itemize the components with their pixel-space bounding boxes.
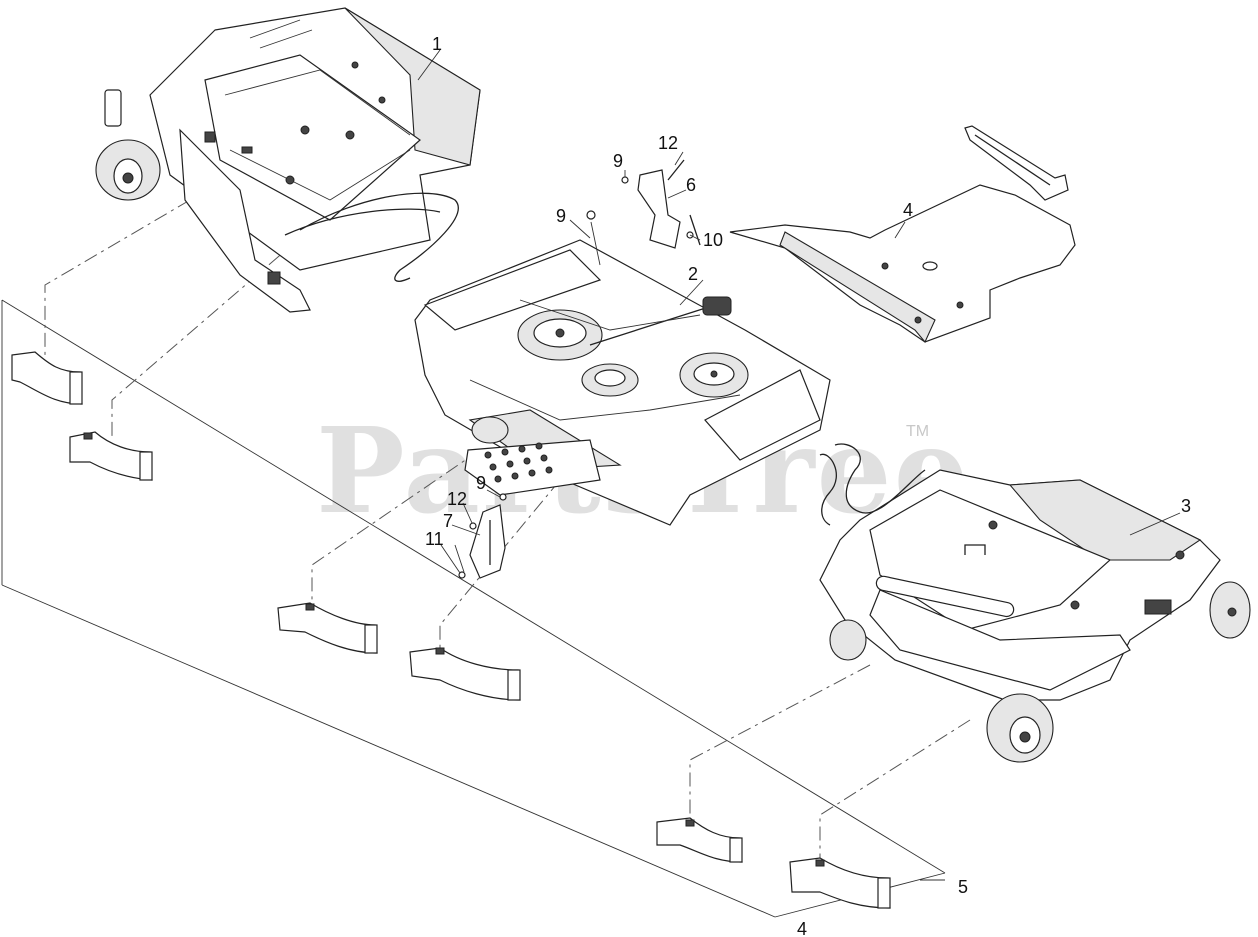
skid-piece: [789, 857, 891, 909]
callout-4-kit: 4: [797, 919, 807, 937]
bracket-7-hardware: [454, 493, 507, 579]
skid-pieces: [11, 351, 891, 909]
callout-11: 11: [425, 529, 444, 549]
callout-9-top: 9: [613, 151, 623, 171]
callout-9-bottom: 9: [476, 473, 486, 493]
callout-2: 2: [688, 264, 698, 284]
callout-7: 7: [443, 511, 453, 531]
callout-4-shield: 4: [903, 200, 913, 220]
leader-lines: [417, 49, 1181, 881]
callout-3: 3: [1181, 496, 1191, 516]
right-deck-assembly: [819, 443, 1251, 763]
callout-5: 5: [958, 877, 968, 897]
center-deck-assembly: [414, 239, 831, 526]
shield-assembly: [729, 125, 1076, 344]
left-deck-assembly: [95, 7, 481, 313]
watermark-trademark: TM: [906, 423, 929, 440]
callout-labels: 1 2 3 4 4 5 6 7 9 9 9 10 11 12 12: [425, 34, 1191, 937]
callout-6: 6: [686, 175, 696, 195]
skid-piece: [11, 351, 83, 405]
callout-12-bottom: 12: [447, 489, 467, 509]
bracket-6-hardware: [586, 159, 701, 266]
assembly-dash-lines: [44, 199, 971, 860]
callout-12-top: 12: [658, 133, 678, 153]
skid-piece: [69, 431, 153, 481]
callout-10: 10: [703, 230, 723, 250]
callout-1: 1: [432, 34, 442, 54]
kit-outline: [1, 299, 946, 918]
skid-piece: [409, 647, 521, 701]
center-deck-grid-plate: [484, 442, 553, 483]
skid-piece: [277, 602, 378, 654]
skid-piece: [656, 817, 743, 863]
callout-9-middle: 9: [556, 206, 566, 226]
